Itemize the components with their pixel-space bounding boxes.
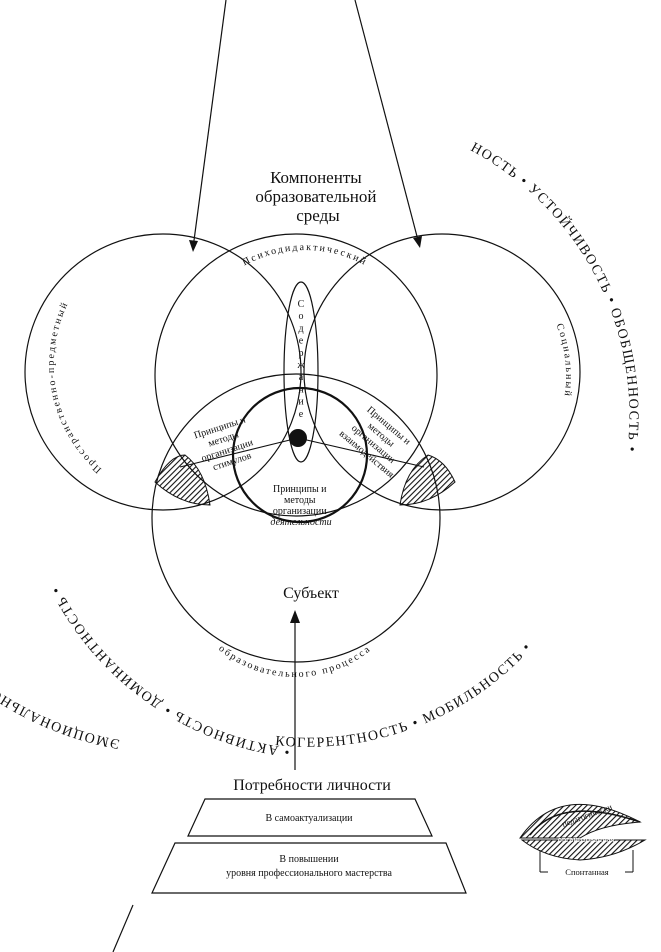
legend-shaded-top xyxy=(519,803,642,839)
pyramid-base-line xyxy=(112,904,134,952)
right-pointer-arrowhead xyxy=(413,236,422,248)
self-actualization-level xyxy=(187,798,433,837)
left-pointer-arrowhead xyxy=(189,240,198,252)
psychodidactic-label: Психодидактический xyxy=(241,242,370,268)
spatial-circle xyxy=(24,233,302,511)
components-title: Компоненты образовательной среды xyxy=(255,168,380,225)
radial-line-left xyxy=(179,437,299,468)
activity-principles-text: Принципы и методы организации деятельнос… xyxy=(270,484,331,528)
content-ellipse xyxy=(283,281,319,463)
center-dot xyxy=(289,429,307,447)
inner-core-circle xyxy=(231,386,369,524)
spatial-label: Пространственно-предметный xyxy=(46,299,104,475)
radial-line-right xyxy=(297,437,425,468)
educational-process-circle xyxy=(151,373,441,663)
ring-text-right: НОСТЬ • УСТОЙЧИВОСТЬ • ОБОБЩЕННОСТЬ • xyxy=(468,140,640,453)
social-label: Социальный xyxy=(554,322,575,398)
subject-arrowhead xyxy=(290,610,300,623)
professional-mastery-text-2: уровня профессионального мастерства xyxy=(226,868,392,879)
legend-arc xyxy=(529,810,641,836)
needs-title: Потребности личности xyxy=(233,777,391,794)
subject-label: Субъект xyxy=(283,585,339,602)
ring-text-bottom-right: КОГЕРЕНТНОСТЬ • МОБИЛЬНОСТЬ • xyxy=(275,640,535,751)
interaction-principles-text: Принципы и методы организации взаимодейс… xyxy=(337,401,420,481)
left-pointer-line xyxy=(192,0,227,249)
stimuli-principles-text: Принципы и методы организации стимулов xyxy=(193,414,261,476)
self-actualization-text: В самоактуализации xyxy=(265,813,353,824)
professional-mastery-level xyxy=(151,842,467,894)
right-pointer-line xyxy=(354,0,420,245)
svg-text:Принципы и методы: Принципы и методы организации взаимодейс… xyxy=(337,401,420,481)
svg-text:Принципы и методы: Принципы и методы организации стимулов xyxy=(193,414,261,476)
legend: педагогически организованная Спонтанная xyxy=(519,801,647,877)
right-shaded-area xyxy=(399,454,456,506)
legend-bottom-text: Спонтанная xyxy=(565,867,608,877)
social-circle xyxy=(303,233,581,511)
psychodidactic-circle xyxy=(154,233,438,517)
legend-middle-text: организованная xyxy=(558,834,615,844)
legend-shaded-bottom xyxy=(520,839,647,861)
left-shaded-area xyxy=(154,454,211,506)
professional-mastery-text-1: В повышении xyxy=(279,854,339,865)
